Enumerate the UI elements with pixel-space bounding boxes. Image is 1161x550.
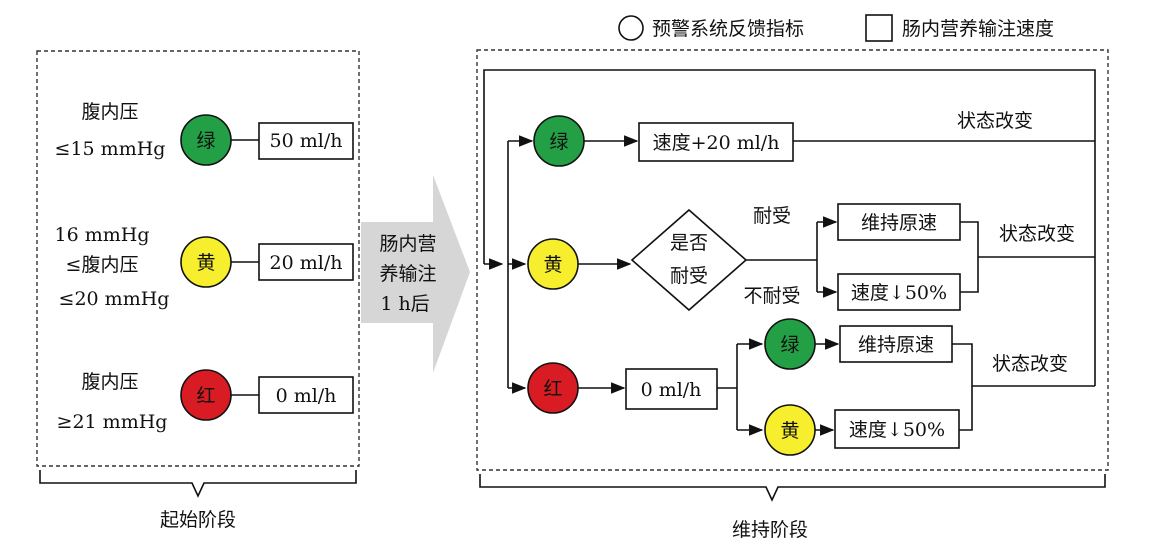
maint-yellow-decision-line2: 耐受 xyxy=(670,265,708,287)
initial-rate-box-3 xyxy=(258,376,354,414)
maint-red-sub-green-label: 绿 xyxy=(780,334,799,356)
initial-red-indicator-label: 红 xyxy=(196,385,215,407)
legend-circle-label: 预警系统反馈指标 xyxy=(652,18,804,40)
maint-red-sub-yellow-label: 黄 xyxy=(780,420,799,442)
initial-yellow-indicator-label: 黄 xyxy=(196,252,215,274)
legend-square-icon xyxy=(865,14,893,42)
maintenance-stage-frame xyxy=(476,49,1109,471)
initial-row2-condition-line3: ≤20 mmHg xyxy=(59,288,170,310)
maint-red-action: 0 ml/h xyxy=(641,379,702,401)
initial-row3-condition-line1: 腹内压 xyxy=(81,371,138,393)
maint-tolerate-action: 维持原速 xyxy=(861,212,937,234)
maint-not-tolerate-action: 速度↓50% xyxy=(851,282,947,304)
maint-not-tolerate-label: 不耐受 xyxy=(743,285,800,307)
legend-circle-icon xyxy=(618,15,644,41)
maint-red-sub-yellow-action: 速度↓50% xyxy=(849,419,945,441)
legend: 预警系统反馈指标 肠内营养输注速度 xyxy=(618,14,1054,42)
maint-red-note: 状态改变 xyxy=(992,353,1068,375)
legend-square-label: 肠内营养输注速度 xyxy=(902,18,1054,40)
initial-rate-3: 0 ml/h xyxy=(276,385,337,407)
maint-red-sub-yellow-action-box xyxy=(834,409,960,449)
initial-row2-condition-line2: ≤腹内压 xyxy=(66,254,139,276)
maint-red-action-box xyxy=(625,368,718,410)
transition-line1: 肠内营 xyxy=(379,233,436,255)
maintenance-stage-label: 维持阶段 xyxy=(732,519,808,541)
transition-arrow-shape xyxy=(361,175,470,373)
maint-not-tolerate-action-box xyxy=(837,273,961,311)
transition-arrow: 肠内营 养输注 1 h后 xyxy=(361,175,470,373)
initial-row3-condition-line2: ≥21 mmHg xyxy=(57,411,168,433)
initial-row1-condition-line2: ≤15 mmHg xyxy=(55,138,166,160)
maintenance-stage: 绿 速度+20 ml/h 状态改变 黄 是否 耐受 耐受 不耐受 维持原速 速度… xyxy=(476,49,1109,541)
initial-rate-2: 20 ml/h xyxy=(270,252,343,274)
initial-stage-frame xyxy=(36,50,360,467)
transition-line2: 养输注 xyxy=(379,263,436,285)
maint-green-action: 速度+20 ml/h xyxy=(653,132,780,154)
initial-green-indicator-label: 绿 xyxy=(196,130,215,152)
maint-yellow-decision-line1: 是否 xyxy=(670,232,708,254)
maint-yellow-note: 状态改变 xyxy=(999,223,1075,245)
maint-red-sub-green-action: 维持原速 xyxy=(858,334,934,356)
initial-stage-brace xyxy=(39,470,357,498)
maint-tolerate-action-box xyxy=(837,203,961,241)
initial-stage-label: 起始阶段 xyxy=(160,509,236,531)
initial-row1-condition-line1: 腹内压 xyxy=(81,101,138,123)
initial-stage: 腹内压 ≤15 mmHg 绿 50 ml/h 16 mmHg ≤腹内压 ≤20 … xyxy=(36,50,360,531)
initial-rate-box-2 xyxy=(258,243,354,281)
maint-green-action-box xyxy=(638,122,794,162)
maint-yellow-decision-diamond xyxy=(630,208,748,312)
transition-line3: 1 h后 xyxy=(380,293,429,315)
maint-yellow-indicator-label: 黄 xyxy=(543,254,562,276)
maint-tolerate-label: 耐受 xyxy=(753,205,791,227)
maintenance-stage-brace xyxy=(479,474,1106,502)
maint-green-indicator-label: 绿 xyxy=(549,131,568,153)
initial-rate-box-1 xyxy=(258,122,354,160)
initial-rate-1: 50 ml/h xyxy=(270,130,343,152)
feedback-loop-line xyxy=(483,69,1096,386)
maint-red-indicator-label: 红 xyxy=(543,378,562,400)
initial-row2-condition-line1: 16 mmHg xyxy=(55,224,150,246)
maint-green-note: 状态改变 xyxy=(957,110,1033,132)
